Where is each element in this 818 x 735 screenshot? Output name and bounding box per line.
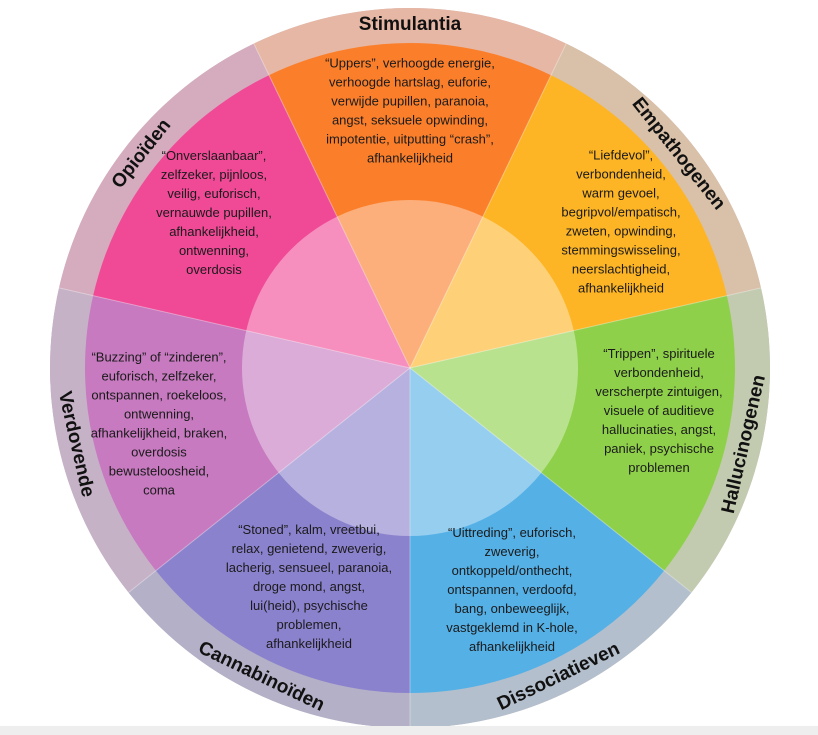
segment-text-line: verbondenheid, xyxy=(576,167,666,182)
segment-text-line: lui(heid), psychische xyxy=(250,598,368,613)
segment-dissociatieven xyxy=(410,368,665,693)
segment-text-line: zweverig, xyxy=(485,544,540,559)
segment-text-line: neerslachtigheid, xyxy=(572,262,670,277)
segment-empathogenen xyxy=(410,75,727,368)
segment-text-line: “Uittreding”, euforisch, xyxy=(448,525,576,540)
segment-text-verdovende: “Buzzing” of “zinderen”, euforisch, zelfz… xyxy=(91,350,228,498)
segment-text-line: “Uppers”, verhoogde energie, xyxy=(325,56,495,71)
segment-text-line: bewusteloosheid, xyxy=(109,464,209,479)
segment-text-line: afhankelijkheid xyxy=(469,639,555,654)
segment-text-line: ontkoppeld/onthecht, xyxy=(452,563,573,578)
segment-divider xyxy=(409,367,692,593)
segment-text-line: hallucinaties, angst, xyxy=(602,422,716,437)
segment-text-dissociatieven: “Uittreding”, euforisch, zweverig, ontkopp… xyxy=(446,525,578,654)
segment-text-line: zweten, opwinding, xyxy=(566,224,677,239)
segment-text-line: paniek, psychische xyxy=(604,441,714,456)
segment-text-line: ontwenning, xyxy=(179,243,249,258)
segment-text-line: afhankelijkheid xyxy=(367,151,453,166)
segment-text-line: verscherpte zintuigen, xyxy=(595,384,722,399)
segment-text-line: “Liefdevol”, xyxy=(589,148,653,163)
segment-text-line: verbondenheid, xyxy=(614,365,704,380)
segment-verdovende xyxy=(85,295,410,571)
segment-text-line: ontwenning, xyxy=(124,407,194,422)
segment-divider xyxy=(253,43,411,369)
segment-text-line: vastgeklemd in K-hole, xyxy=(446,620,578,635)
segment-text-line: impotentie, uitputting “crash”, xyxy=(326,132,494,147)
segment-text-line: visuele of auditieve xyxy=(604,403,715,418)
segment-text-line: euforisch, zelfzeker, xyxy=(102,369,217,384)
segment-text-opioiden: “Onverslaanbaar”, zelfzeker, pijnloos, vei… xyxy=(156,148,272,277)
segment-text-line: vernauwde pupillen, xyxy=(156,205,272,220)
segment-text-line: bang, onbeweeglijk, xyxy=(455,601,570,616)
segment-text-cannabinoiden: “Stoned”, kalm, vreetbui, relax, genieten… xyxy=(226,522,392,651)
segment-text-line: afhankelijkheid, braken, xyxy=(91,426,228,441)
segment-text-stimulantia: “Uppers”, verhoogde energie, verhoogde ha… xyxy=(325,56,495,166)
segment-hallucinogenen xyxy=(410,295,735,571)
segment-text-line: “Stoned”, kalm, vreetbui, xyxy=(238,522,380,537)
segment-text-line: “Buzzing” of “zinderen”, xyxy=(91,350,226,365)
segment-text-line: stemmingswisseling, xyxy=(561,243,680,258)
segment-text-line: afhankelijkheid, xyxy=(169,224,259,239)
segment-divider xyxy=(58,287,411,369)
segment-text-line: relax, genietend, zweverig, xyxy=(232,541,387,556)
segment-text-line: problemen, xyxy=(276,617,341,632)
ring-label-stimulantia: Stimulantia xyxy=(359,14,462,35)
segment-text-hallucinogenen: “Trippen”, spirituele verbondenheid, versc… xyxy=(595,346,722,475)
segment-text-line: afhankelijkheid xyxy=(578,281,664,296)
segment-text-line: afhankelijkheid xyxy=(266,636,352,651)
segment-text-line: coma xyxy=(143,483,176,498)
segment-text-line: overdosis xyxy=(131,445,187,460)
segment-text-line: lacherig, sensueel, paranoia, xyxy=(226,560,392,575)
segment-text-line: verwijde pupillen, paranoia, xyxy=(331,94,489,109)
segment-cannabinoiden xyxy=(155,368,410,693)
segment-text-line: droge mond, angst, xyxy=(253,579,365,594)
bottom-strip xyxy=(0,726,818,735)
segment-text-line: “Onverslaanbaar”, xyxy=(162,148,267,163)
segment-text-line: angst, seksuele opwinding, xyxy=(332,113,488,128)
segment-divider xyxy=(409,287,762,369)
segment-opioiden xyxy=(93,75,411,368)
segment-divider xyxy=(409,43,567,369)
segment-text-line: ontspannen, roekeloos, xyxy=(91,388,226,403)
segment-text-line: warm gevoel, xyxy=(581,186,659,201)
segment-text-line: zelfzeker, pijnloos, xyxy=(161,167,267,182)
segment-text-line: “Trippen”, spirituele xyxy=(603,346,715,361)
segment-text-line: veilig, euforisch, xyxy=(167,186,260,201)
segment-divider xyxy=(128,367,411,593)
segment-text-empathogenen: “Liefdevol”, verbondenheid, warm gevoel, be… xyxy=(561,148,680,296)
segment-stimulantia xyxy=(268,43,552,368)
inner-circle xyxy=(242,200,578,536)
segment-text-line: begripvol/empatisch, xyxy=(561,205,680,220)
segment-text-line: overdosis xyxy=(186,262,242,277)
segment-text-line: ontspannen, verdoofd, xyxy=(447,582,576,597)
segment-text-line: verhoogde hartslag, euforie, xyxy=(329,75,491,90)
segment-text-line: problemen xyxy=(628,460,689,475)
